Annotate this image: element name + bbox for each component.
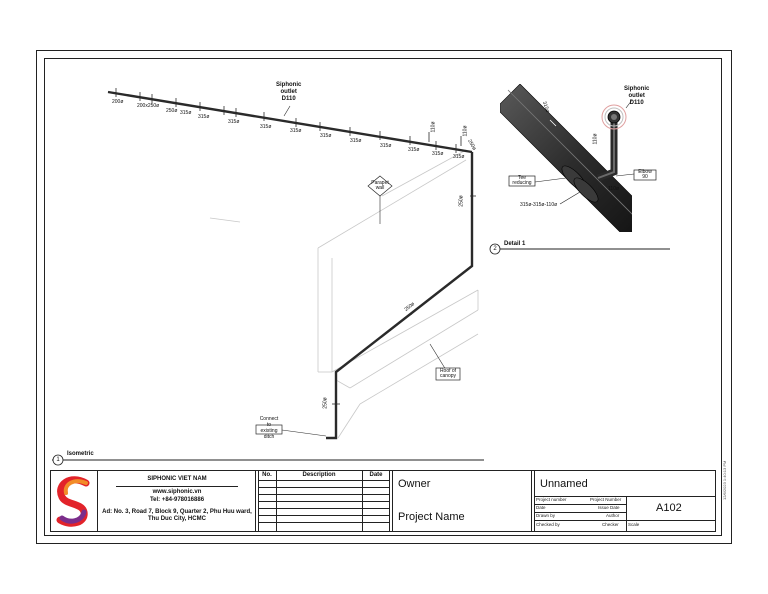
detail-pipe-110-label-2: 110ø — [608, 186, 620, 192]
iso-outlet-label: Siphonic outlet D110 — [276, 82, 302, 102]
rev-header-no: No. — [262, 472, 272, 478]
company-name: SIPHONIC VIET NAM — [147, 476, 207, 482]
isometric-view-number: 1 — [56, 457, 60, 463]
pipe-ticks — [115, 88, 476, 405]
pipe-label: 315ø — [432, 151, 444, 157]
pipe-label: 315ø — [320, 133, 332, 139]
info-divider — [534, 496, 716, 497]
sheet-outer-border — [36, 50, 732, 544]
owner-label: Owner — [398, 478, 431, 490]
pipe-label: 315ø — [228, 119, 240, 125]
pipe-label: 315ø — [198, 114, 210, 120]
info-value: Author — [606, 513, 620, 518]
roof-canopy-label: Roof of canopy — [439, 368, 457, 379]
rev-header-date: Date — [369, 472, 383, 478]
sheet-number: A102 — [656, 502, 682, 514]
parapet-tag — [367, 175, 393, 197]
elbow-label: Elbow 90 — [638, 169, 652, 180]
info-value: Checker — [602, 522, 619, 527]
info-value: Project Number — [590, 497, 622, 502]
ditch-tag — [255, 424, 283, 435]
drainage-pipe — [107, 90, 474, 440]
project-name-label: Project Name — [398, 511, 465, 523]
pipe-label: 250ø — [166, 108, 178, 114]
project-info-block — [534, 470, 716, 532]
detail-view-marker — [489, 243, 501, 255]
detail-pipe-110-label: 110ø — [592, 133, 599, 145]
company-website: www.siphonic.vn — [152, 489, 202, 495]
building-outline — [209, 149, 479, 439]
detail-view-number: 2 — [493, 246, 497, 252]
project-title: Unnamed — [540, 478, 588, 490]
outlet-ring-outer — [601, 104, 627, 130]
leader-lines — [281, 105, 447, 437]
rev-header-description: Description — [302, 472, 336, 478]
info-label: Checked by — [536, 522, 560, 527]
info-value: Issue Date — [598, 505, 620, 510]
pipe-label: 315ø — [453, 154, 465, 160]
tee-reducing-label: Tee reducing — [512, 175, 532, 186]
elbow-tag — [633, 169, 657, 181]
isometric-view-marker — [52, 454, 64, 466]
company-divider — [116, 486, 238, 487]
detail-outlet-label: Siphonic outlet D110 — [624, 86, 650, 106]
pipe-label: 315ø — [408, 147, 420, 153]
scale-label: Scale — [628, 522, 640, 527]
company-phone: Tel: +84-978016886 — [149, 497, 205, 503]
pipe-label: 200ø — [112, 99, 124, 105]
pipe-label: 315ø — [180, 110, 192, 116]
pipe-label: 315ø — [380, 143, 392, 149]
info-label: Project number — [536, 497, 567, 502]
main-pipe-315 — [500, 84, 632, 232]
ditch-label: Connect to existing ditch — [259, 416, 279, 440]
pipe-label: 315ø — [260, 124, 272, 130]
tee-size-label: 315ø-315ø-110ø — [520, 202, 558, 208]
detail-view-title: Detail 1 — [504, 241, 526, 247]
print-timestamp: 12/6/2023 1:40:13 PM — [722, 460, 727, 500]
tee-tag — [508, 175, 536, 187]
pipe-label: 315ø — [350, 138, 362, 144]
company-address: Ad: No. 3, Road 7, Block 9, Quarter 2, P… — [102, 509, 252, 522]
sheet-inner-border — [44, 58, 722, 536]
info-label: Date — [536, 505, 546, 510]
owner-block — [392, 470, 532, 532]
logo-cell — [50, 470, 98, 532]
info-label: Drawn by — [536, 513, 556, 518]
parapet-wall-label: Parapet wall — [371, 180, 389, 191]
pipe-label: 200x250ø — [137, 103, 160, 109]
pipe-label: 315ø — [290, 128, 302, 134]
roof-tag — [435, 367, 461, 381]
isometric-view-title: Isometric — [67, 451, 94, 457]
